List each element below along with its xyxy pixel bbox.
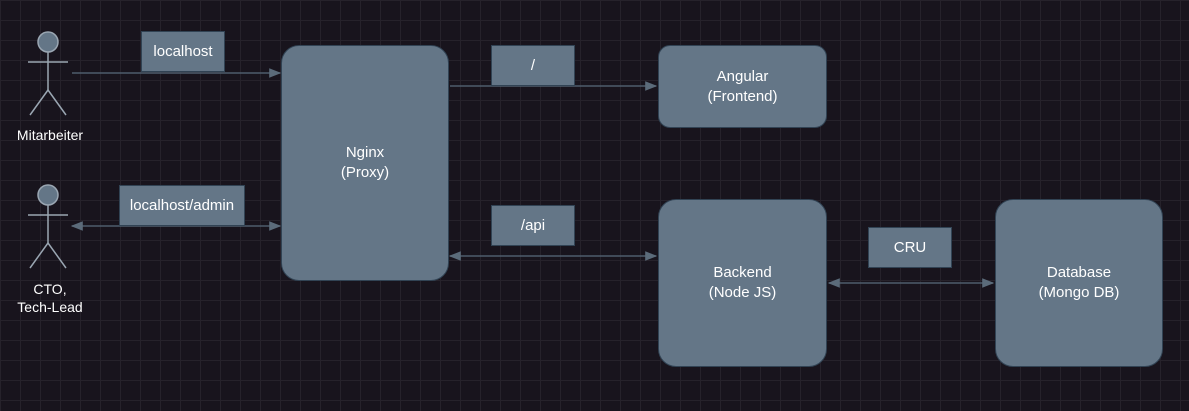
backend-node[interactable]: Backend (Node JS)	[658, 199, 827, 367]
edge-label-root[interactable]: /	[491, 45, 575, 86]
database-node-label: Database (Mongo DB)	[1038, 264, 1120, 301]
edge-label-localhost[interactable]: localhost	[141, 31, 225, 72]
angular-node-label: Angular (Frontend)	[707, 67, 778, 105]
nginx-node-label: Nginx (Proxy)	[340, 144, 390, 181]
employee-actor-label: Mitarbeiter	[16, 127, 84, 143]
nginx-node[interactable]: Nginx (Proxy)	[281, 45, 449, 281]
angular-node[interactable]: Angular (Frontend)	[658, 45, 827, 128]
cto-actor-label: CTO, Tech-Lead	[17, 281, 83, 315]
backend-node-label: Backend (Node JS)	[708, 264, 777, 301]
edge-label-cru[interactable]: CRU	[868, 227, 952, 268]
edge-label-localhost-admin[interactable]: localhost/admin	[119, 185, 245, 226]
cto-actor-icon	[28, 184, 68, 269]
edge-label-api[interactable]: /api	[491, 205, 575, 246]
database-node[interactable]: Database (Mongo DB)	[995, 199, 1163, 367]
employee-actor-icon	[28, 31, 68, 116]
